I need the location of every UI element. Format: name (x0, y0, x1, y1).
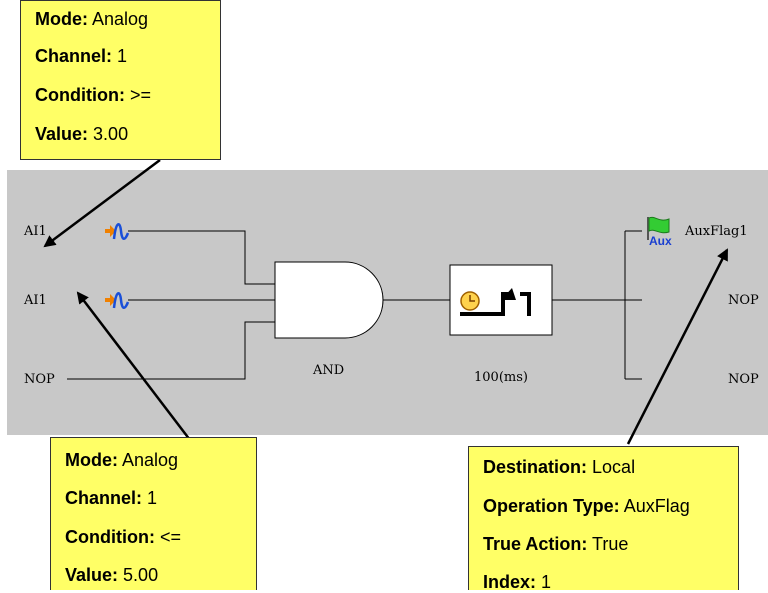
callout-input-2: Mode: Analog Channel: 1 Condition: <= Va… (50, 437, 257, 590)
input-label-2: AI1 (24, 293, 47, 308)
callout-key: Operation Type: (483, 496, 620, 516)
callout-value: Analog (122, 450, 179, 470)
callout-key: Value: (35, 124, 89, 144)
output-bus (624, 230, 642, 380)
aux-flag-text: Aux (649, 234, 672, 248)
wire-input-1 (128, 230, 275, 285)
callout-key: Channel: (65, 488, 143, 508)
input-label-3: NOP (24, 372, 55, 387)
timer-block[interactable] (449, 264, 553, 336)
output-label-3: NOP (728, 372, 759, 387)
callout-value: AuxFlag (623, 496, 690, 516)
callout-value: Analog (92, 9, 149, 29)
and-gate[interactable] (274, 261, 384, 339)
output-label-1: AuxFlag1 (685, 224, 748, 239)
callout-key: Condition: (35, 85, 125, 105)
arrow-bottom-left (76, 291, 191, 441)
callout-input-1: Mode: Analog Channel: 1 Condition: >= Va… (20, 0, 221, 160)
diagram-canvas (7, 170, 768, 435)
callout-output-1: Destination: Local Operation Type: AuxFl… (468, 446, 739, 592)
input-label-1: AI1 (24, 224, 47, 239)
callout-key: Index: (483, 572, 537, 592)
timer-label: 100(ms) (474, 370, 528, 385)
analog-input-icon[interactable] (104, 219, 130, 248)
aux-flag-icon[interactable]: Aux (643, 214, 679, 255)
callout-value: 5.00 (123, 565, 159, 585)
arrow-bottom-right (626, 248, 729, 445)
callout-key: Mode: (35, 9, 88, 29)
analog-input-icon[interactable] (104, 288, 130, 317)
callout-value: 3.00 (93, 124, 129, 144)
callout-key: Condition: (65, 527, 155, 547)
callout-value: Local (592, 457, 636, 477)
callout-key: Value: (65, 565, 119, 585)
callout-value: <= (159, 527, 182, 547)
callout-key: Destination: (483, 457, 588, 477)
callout-value: >= (129, 85, 152, 105)
gate-label: AND (313, 363, 345, 378)
wire-input-3 (67, 321, 275, 380)
callout-value: 1 (117, 46, 128, 66)
callout-value: 1 (541, 572, 552, 592)
arrow-top-left (43, 158, 161, 248)
callout-value: 1 (147, 488, 158, 508)
output-label-2: NOP (728, 293, 759, 308)
callout-key: Mode: (65, 450, 118, 470)
callout-key: Channel: (35, 46, 113, 66)
callout-key: True Action: (483, 534, 588, 554)
callout-value: True (592, 534, 629, 554)
